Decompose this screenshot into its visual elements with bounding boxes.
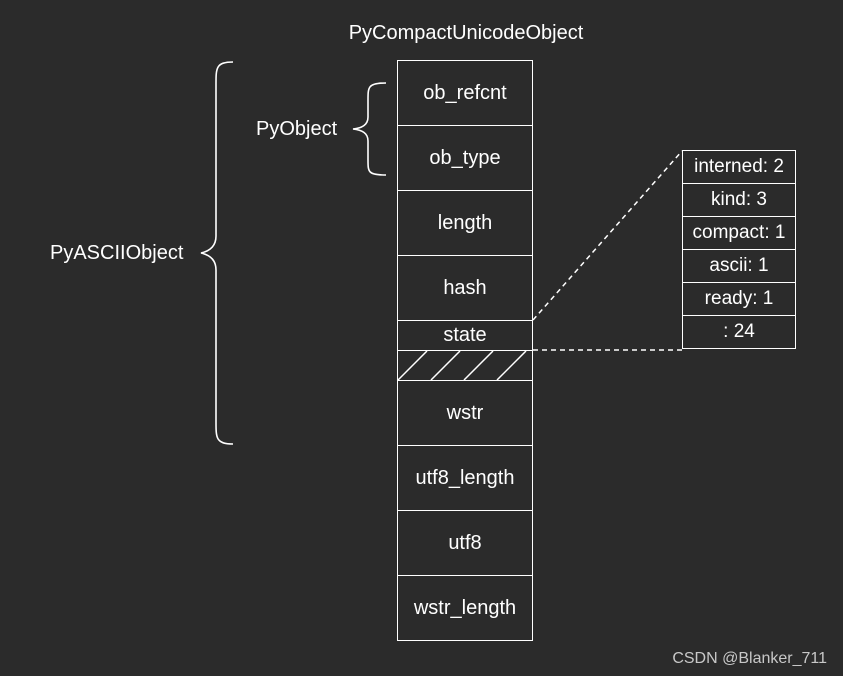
pyasciiobject-label: PyASCIIObject bbox=[50, 242, 184, 264]
hatch-pattern bbox=[398, 351, 527, 380]
bit-padding: : 24 bbox=[682, 315, 796, 349]
pyasciiobject-brace bbox=[200, 61, 234, 445]
field-wstr-length: wstr_length bbox=[397, 575, 533, 641]
pyobject-label: PyObject bbox=[256, 118, 338, 140]
pyobject-brace bbox=[352, 82, 387, 176]
zoom-line-top bbox=[532, 150, 683, 321]
watermark: CSDN @Blanker_711 bbox=[672, 650, 827, 667]
diagram-title: PyCompactUnicodeObject bbox=[348, 22, 584, 44]
